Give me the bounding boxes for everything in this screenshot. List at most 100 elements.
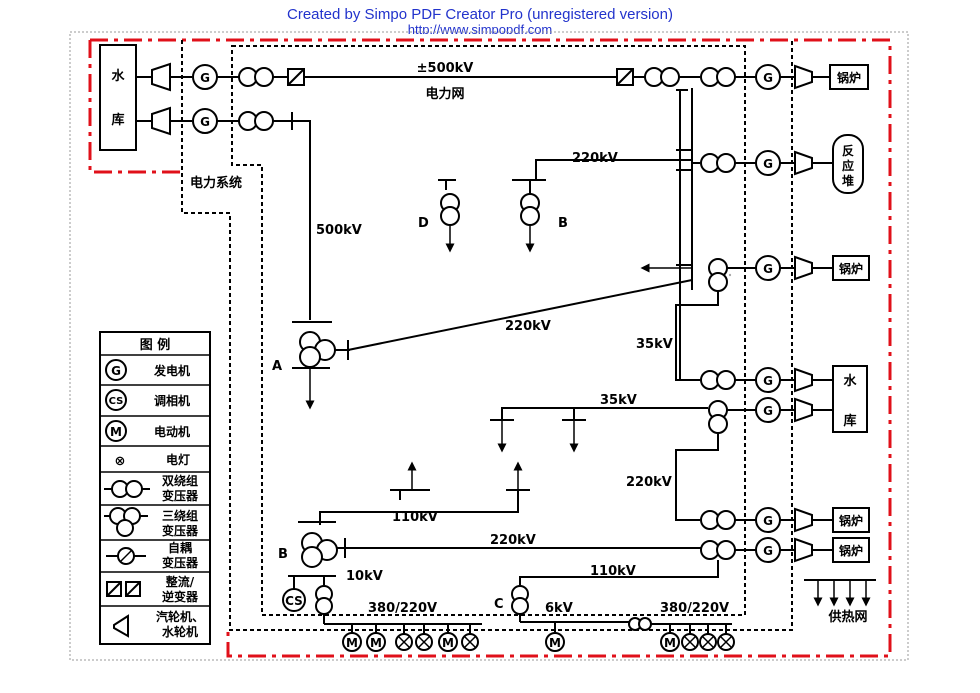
generator-letter: G [763,262,773,276]
boiler-box-3 [832,507,870,533]
power-plant-boundary [88,38,892,658]
legend-3winding-label-2: 变压器 [162,523,199,538]
legend-auto-label-1: 自耦 [168,540,192,555]
legend-lamp-label: 电灯 [166,452,190,467]
substation-b-top [520,180,540,253]
label-220kv-diag: 220kV [505,319,551,334]
label-35kv-b: 35kV [600,393,637,408]
legend: 图 例 G 发电机 CS 调相机 M 电动机 ⊗ 电灯 双绕组 变压器 三绕组 … [99,331,211,645]
left-generation-units: G G [136,62,305,136]
reactor-text-1: 反 [842,143,854,158]
motor-letter: M [346,636,358,650]
node-b-low: B [278,547,288,562]
motor-letter: M [664,636,676,650]
motor-letter: M [549,636,561,650]
boiler-box-1 [829,64,869,90]
legend-2winding-label-2: 变压器 [162,488,199,503]
loads-right: M [660,624,735,652]
line-220kv-right [675,433,719,521]
right-bus-ticks [676,89,692,266]
generator-letter: G [763,544,773,558]
power-grid-boundary [231,45,746,616]
boiler-text-3: 锅炉 [839,513,863,528]
generator-letter: G [763,71,773,85]
legend-turbine-label-2: 水轮机 [162,624,198,639]
legend-turbine-label-1: 汽轮机、 [156,609,204,624]
node-b-top: B [558,216,568,231]
reservoir-right-text-1: 水 [843,373,857,389]
label-heat-network: 供热网 [827,609,867,625]
label-10kv: 10kV [346,569,383,584]
line-110kv-low [519,560,719,585]
generator-letter: G [763,157,773,171]
legend-converter-label-1: 整流/ [165,574,195,589]
legend-generator-symbol: G [111,364,121,378]
generator-letter: G [763,514,773,528]
line-110kv-mid [319,489,530,525]
label-220kv-bottom: 220kV [490,533,536,548]
reservoir-right-text-2: 库 [843,413,856,429]
legend-motor-label: 电动机 [154,424,190,439]
boiler-text-1: 锅炉 [837,70,861,85]
reservoir-left-box [99,44,137,151]
line-220kv-top [438,159,692,190]
node-c: C [494,597,504,612]
label-380v-left: 380/220V [368,601,437,616]
label-500kv: 500kV [316,223,362,238]
generator-letter: G [763,374,773,388]
label-220kv-top: 220kV [572,151,618,166]
legend-converter-label-2: 逆变器 [162,589,199,604]
legend-lamp-symbol: ⊗ [115,454,126,469]
heat-network-arrows [804,579,876,607]
label-power-grid: 电力网 [425,86,464,102]
reactor-text-3: 堆 [842,173,854,188]
reactor-box [832,134,864,194]
substation-a [292,279,693,410]
substation-d [440,193,460,253]
boiler-text-4: 锅炉 [839,543,863,558]
motor-letter: M [370,636,382,650]
boiler-box-4 [832,537,870,563]
label-dc-500kv: ±500kV [417,61,474,76]
line-35kv-b [490,407,708,421]
power-system-boundary [181,40,793,631]
label-power-system: 电力系统 [190,175,242,191]
node-d: D [418,216,429,231]
label-110kv-low: 110kV [590,564,636,579]
motor-6kv [545,632,565,652]
reactor-text-2: 应 [842,158,854,173]
line-500kv [273,112,311,320]
watermark-line-1: Created by Simpo PDF Creator Pro (unregi… [287,6,673,23]
legend-generator-label: 发电机 [153,363,190,378]
reservoir-right-box [832,365,868,433]
legend-title: 图 例 [140,337,171,353]
legend-auto-label-2: 变压器 [162,555,199,570]
line-35kv-a [675,291,719,381]
motor-letter: M [442,636,454,650]
condenser-letter: CS [285,594,303,608]
generator-letter: G [200,115,210,129]
legend-condenser-symbol: CS [109,396,124,407]
legend-condenser-label: 调相机 [154,393,190,408]
right-generation-units: G G G G G G G [640,64,833,563]
boiler-box-2 [832,255,870,281]
generator-letter: G [200,71,210,85]
node-a: A [272,359,282,374]
label-35kv-a: 35kV [636,337,673,352]
inverter-right [616,67,700,87]
substation-b-low: CS [282,521,702,615]
reservoir-left-text-1: 水 [111,68,125,84]
right-vertical-bus [679,88,693,380]
label-220kv-right: 220kV [626,475,672,490]
watermark-line-2: http://www.simpopdf.com [407,22,553,34]
label-110kv-mid: 110kV [392,510,438,525]
loads-left: M M M [323,614,482,652]
legend-2winding-label-1: 双绕组 [162,473,198,488]
legend-3winding-label-1: 三绕组 [162,508,198,523]
generator-letter: G [763,404,773,418]
boiler-text-2: 锅炉 [839,261,863,276]
label-380v-right: 380/220V [660,601,729,616]
page-frame [69,31,909,661]
reservoir-left-text-2: 库 [111,112,124,128]
